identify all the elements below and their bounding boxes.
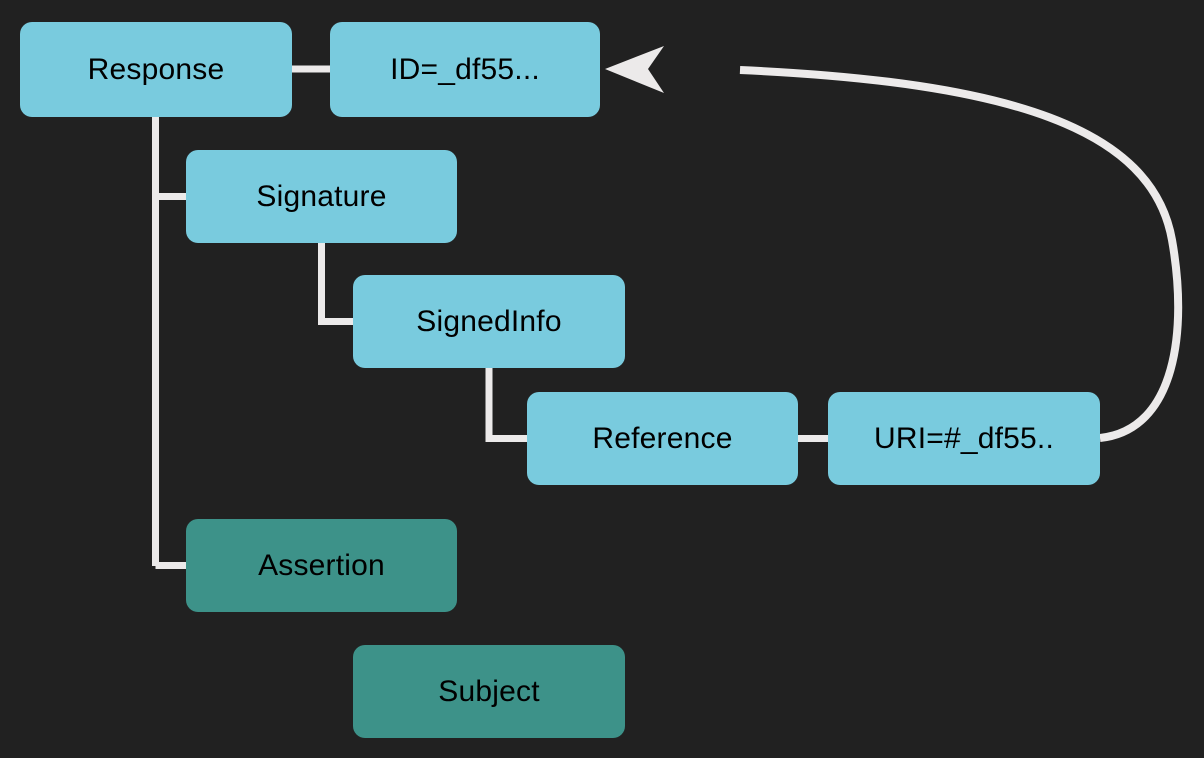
node-assertion[interactable]: Assertion <box>186 519 457 612</box>
node-signedinfo-label: SignedInfo <box>416 304 562 338</box>
node-signature-label: Signature <box>256 179 387 213</box>
node-subject[interactable]: Subject <box>353 645 625 738</box>
node-id-label: ID=_df55... <box>390 52 540 86</box>
node-uri[interactable]: URI=#_df55.. <box>828 392 1100 485</box>
node-assertion-label: Assertion <box>258 548 385 582</box>
edge-signature-signedinfo <box>318 243 353 325</box>
node-id[interactable]: ID=_df55... <box>330 22 600 117</box>
node-uri-label: URI=#_df55.. <box>873 421 1054 455</box>
node-signedinfo[interactable]: SignedInfo <box>353 275 625 368</box>
node-reference-label: Reference <box>592 421 733 455</box>
node-response[interactable]: Response <box>20 22 292 117</box>
node-signature[interactable]: Signature <box>186 150 457 243</box>
edge-uri-to-id-curve <box>739 66 1183 442</box>
arrowhead-icon <box>605 46 664 93</box>
node-subject-label: Subject <box>438 674 540 708</box>
node-reference[interactable]: Reference <box>527 392 798 485</box>
node-response-label: Response <box>87 52 225 86</box>
edge-signedinfo-reference <box>485 368 527 442</box>
